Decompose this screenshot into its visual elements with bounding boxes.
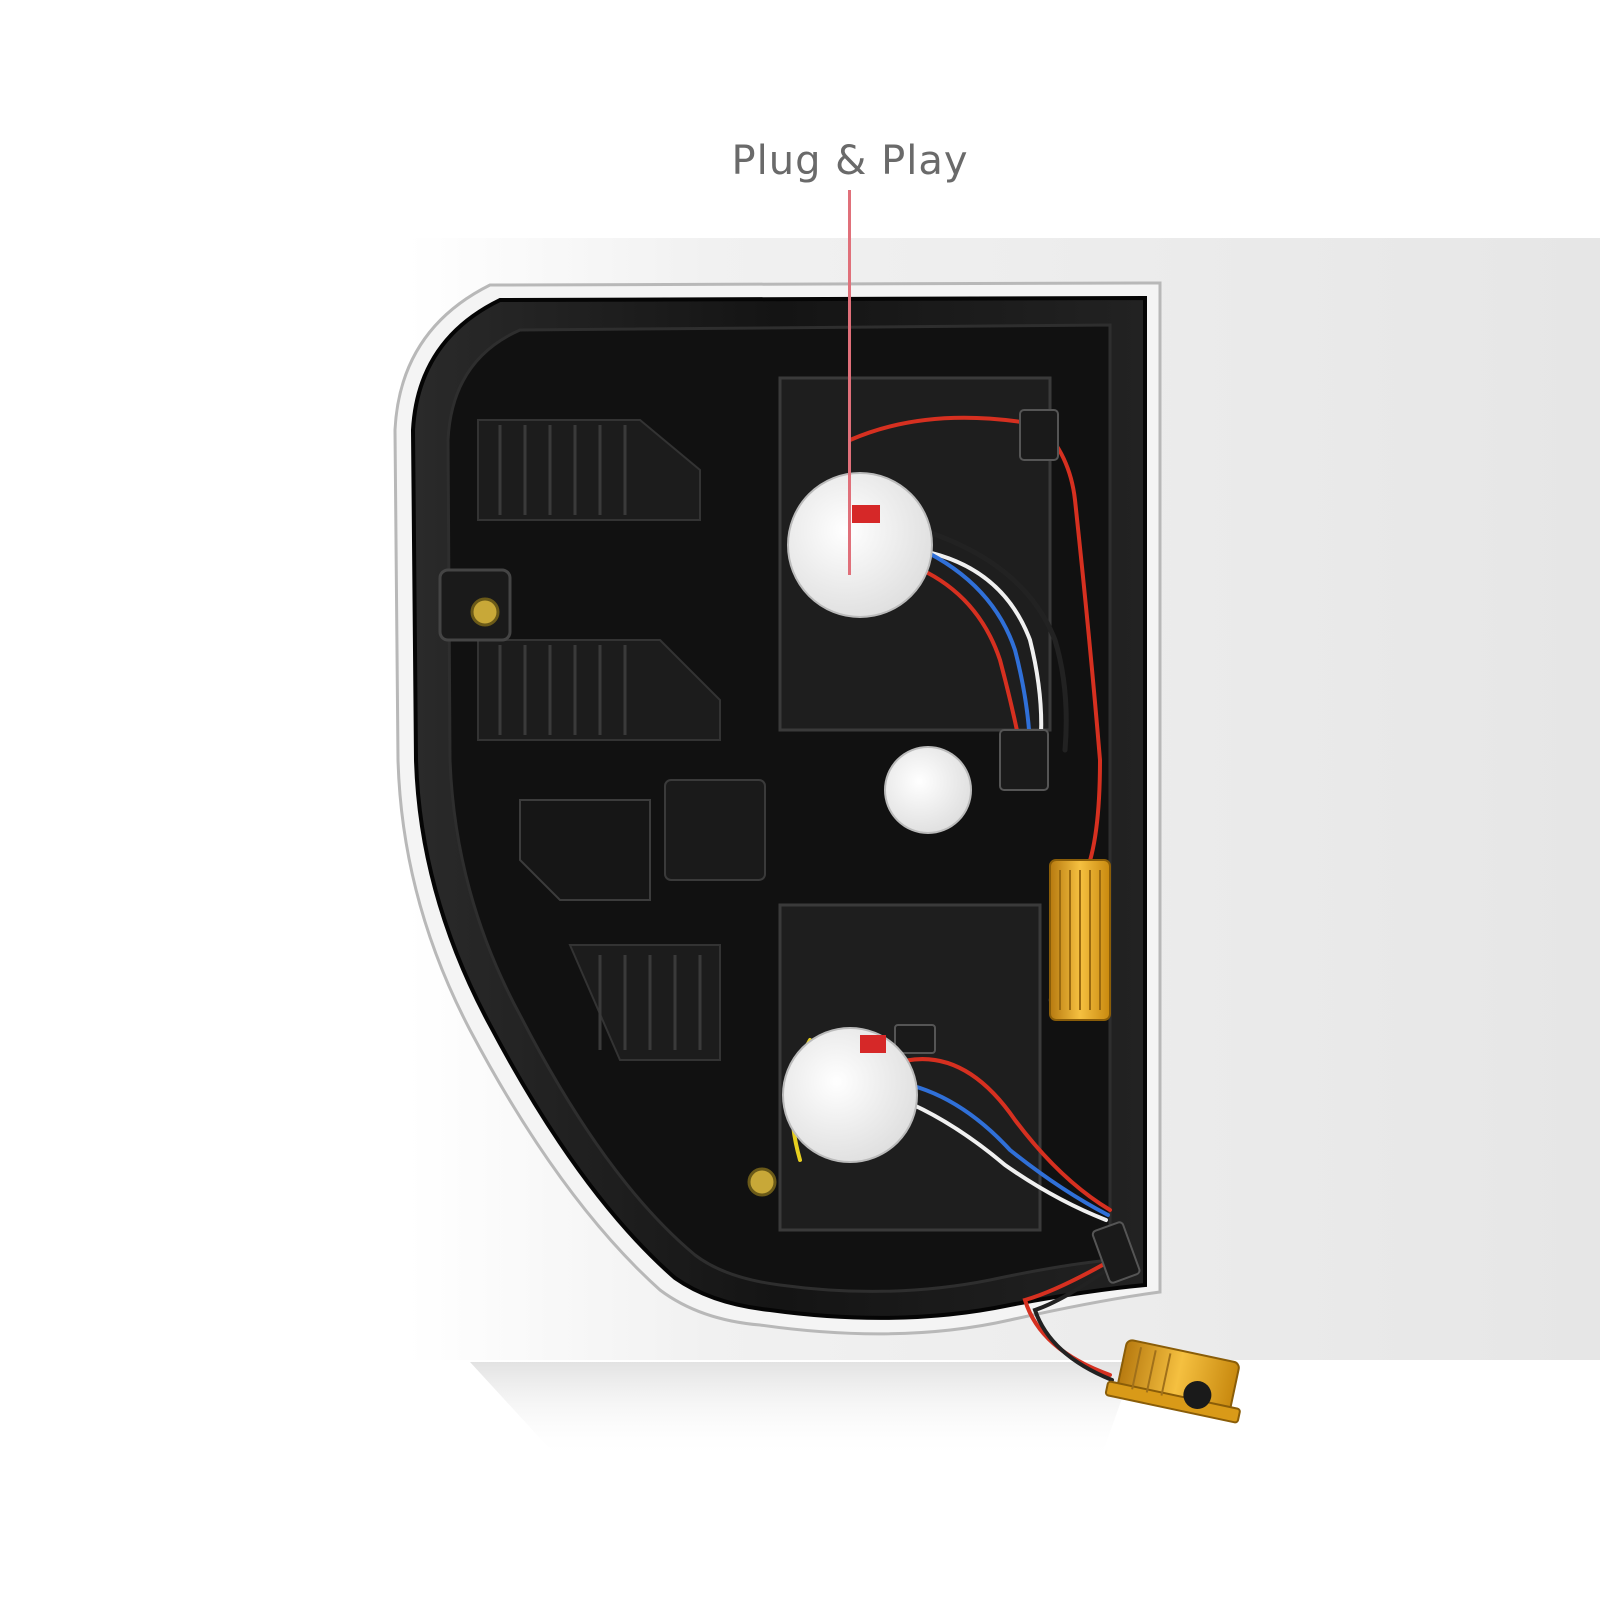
red-led-tab (852, 505, 880, 523)
floor-reflection (470, 1362, 1135, 1460)
wiring-harness-icon (790, 415, 1122, 1382)
plug-and-play-label: Plug & Play (731, 138, 969, 184)
red-led-tab-lower (860, 1035, 886, 1053)
mounting-stud-icon-lower (747, 1167, 777, 1197)
bulb-cap-icon-middle (884, 746, 972, 834)
rib-lines (498, 425, 702, 1050)
connector-icon (894, 409, 1141, 1284)
mounting-stud-icon (438, 568, 512, 642)
reflector-panel (519, 799, 651, 901)
bulb-cap-icon-lower (782, 1027, 918, 1163)
callout-line (848, 190, 851, 575)
resistor-icon-loose (1104, 1339, 1241, 1424)
bulb-cap-icon-upper (787, 472, 933, 618)
resistor-icon (1049, 859, 1111, 1021)
label-plate (664, 779, 766, 881)
